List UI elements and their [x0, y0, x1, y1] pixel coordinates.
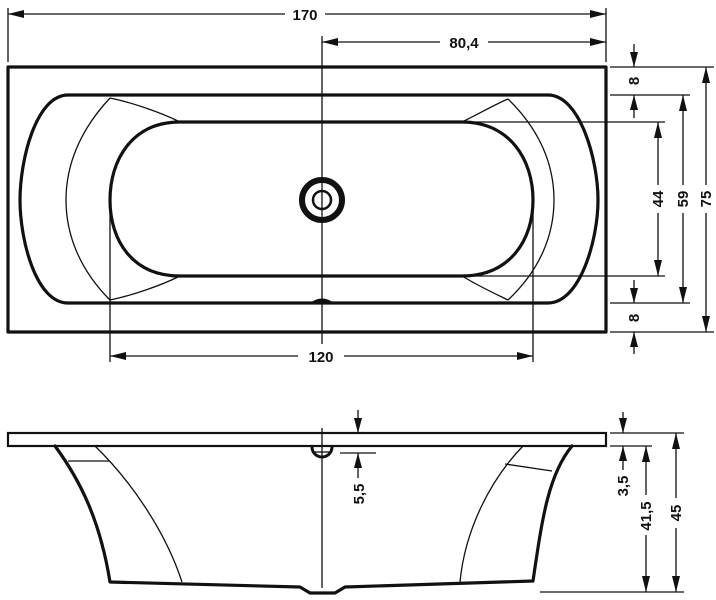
backrest-right-side [459, 445, 524, 583]
backrest-right [461, 98, 509, 123]
backrest-left-edge [65, 97, 111, 301]
backrest-left-bottom [109, 275, 181, 301]
dim-rim-top: 8 [626, 77, 643, 85]
tub-inner-outline [18, 93, 600, 305]
backrest-left-side [94, 445, 183, 583]
side-view: 5,5 3,5 41,5 45 [6, 410, 686, 595]
dim-rim-thickness: 3,5 [615, 476, 632, 497]
dim-rim-bottom: 8 [626, 314, 643, 322]
dim-overflow-depth: 5,5 [351, 484, 368, 505]
dim-basin-length: 120 [308, 349, 333, 366]
outer-rim-outline [6, 65, 608, 334]
dim-overall-width: 75 [698, 191, 715, 208]
dim-overall-height: 45 [668, 505, 685, 522]
rim-slab [6, 431, 608, 448]
dim-inner-depth: 41,5 [638, 501, 655, 530]
backrest-left [109, 97, 181, 123]
dim-overall-length: 170 [292, 7, 317, 24]
backrest-right-bottom [461, 275, 509, 301]
tub-body-outline [53, 444, 574, 595]
dim-inner-width: 59 [675, 191, 692, 208]
dim-drain-offset: 80,4 [449, 35, 479, 52]
dim-basin-width: 44 [650, 190, 667, 207]
top-view: 170 80,4 120 8 8 [6, 4, 716, 366]
backrest-right-edge [507, 98, 555, 301]
